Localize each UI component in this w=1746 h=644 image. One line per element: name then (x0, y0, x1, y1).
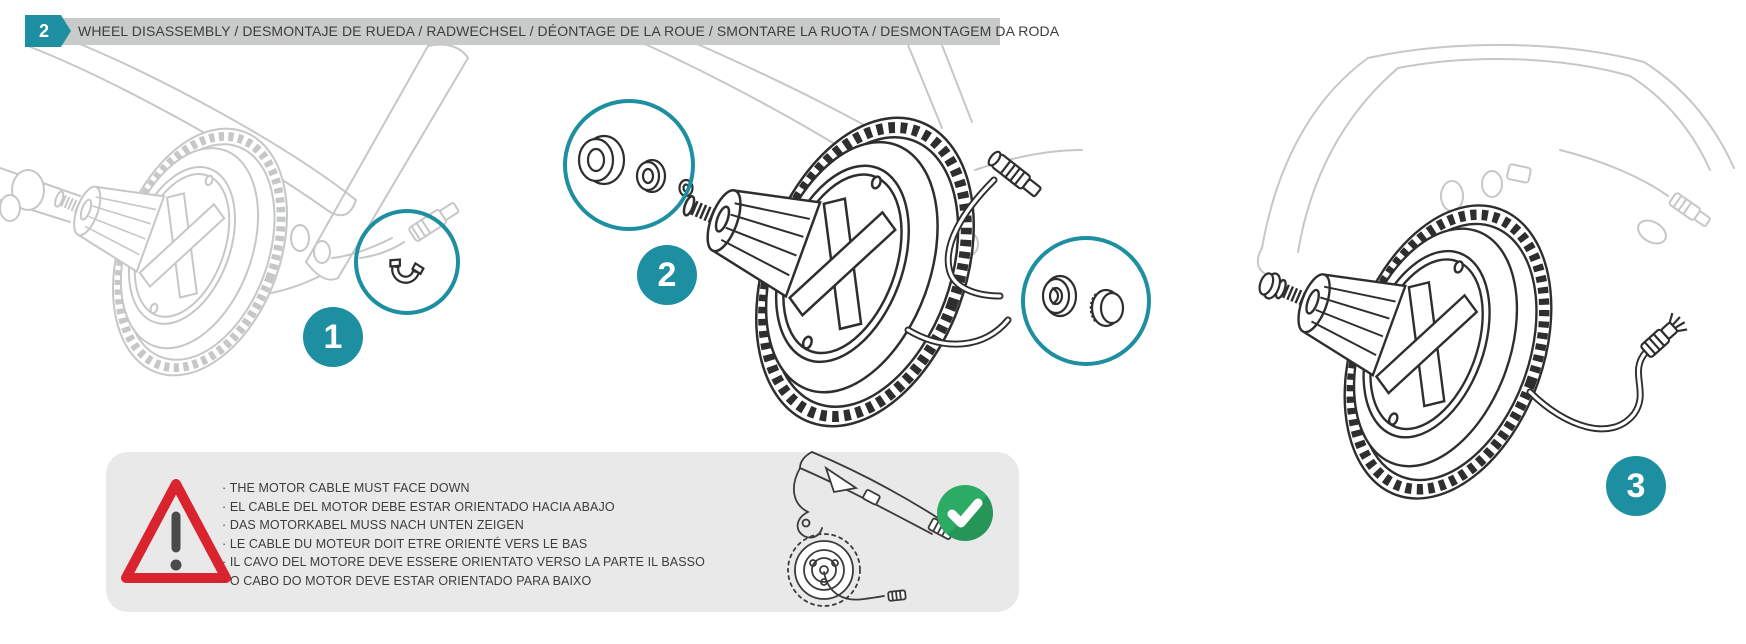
section-number-badge: 2 (25, 15, 71, 47)
step-3-badge: 3 (1606, 456, 1666, 516)
axle-nut-washers-icon (577, 134, 694, 198)
warning-content: · THE MOTOR CABLE MUST FACE DOWN · EL CA… (106, 452, 1019, 612)
motor-cable-connector (1640, 312, 1688, 358)
cable-connector-dark (987, 150, 1042, 198)
callout-circle-nuts (563, 99, 695, 231)
callout-circle-washer (1021, 236, 1151, 366)
figure-step1-frame (0, 39, 469, 298)
warning-triangle-icon (121, 479, 231, 583)
cable-connector-light (408, 202, 460, 242)
warning-line: · EL CABLE DEL MOTOR DEBE ESTAR ORIENTAD… (222, 499, 615, 514)
u-clip-icon (389, 258, 425, 284)
wheel-installed-illustration (12, 79, 319, 399)
warning-line: · IL CAVO DEL MOTORE DEVE ESSERE ORIENTA… (222, 555, 705, 570)
check-mark (947, 498, 983, 528)
warning-text-block: · THE MOTOR CABLE MUST FACE DOWN · EL CA… (222, 479, 705, 591)
figure-step3-frame (1256, 43, 1735, 299)
warning-line: · LE CABLE DU MOTEUR DOIT ETRE ORIENTÉ V… (222, 536, 588, 551)
section-title: WHEEL DISASSEMBLY / DESMONTAJE DE RUEDA … (78, 23, 1060, 39)
callout-circle-clip (354, 209, 460, 315)
figure-step2-frame (635, 39, 1083, 256)
axle-end-nut (1258, 272, 1282, 300)
warning-line: · THE MOTOR CABLE MUST FACE DOWN (222, 481, 470, 495)
washer-knurled-nut-icon (1041, 274, 1125, 328)
wheel-removed-illustration (1225, 147, 1590, 528)
step-1-badge: 1 (303, 307, 363, 367)
warning-line: · DAS MOTORKABEL MUSS NACH UNTEN ZEIGEN (222, 518, 524, 533)
warning-line: · O CABO DO MOTOR DEVE ESTAR ORIENTADO P… (222, 573, 592, 588)
check-icon (937, 485, 993, 541)
step-2-badge: 2 (637, 245, 697, 305)
